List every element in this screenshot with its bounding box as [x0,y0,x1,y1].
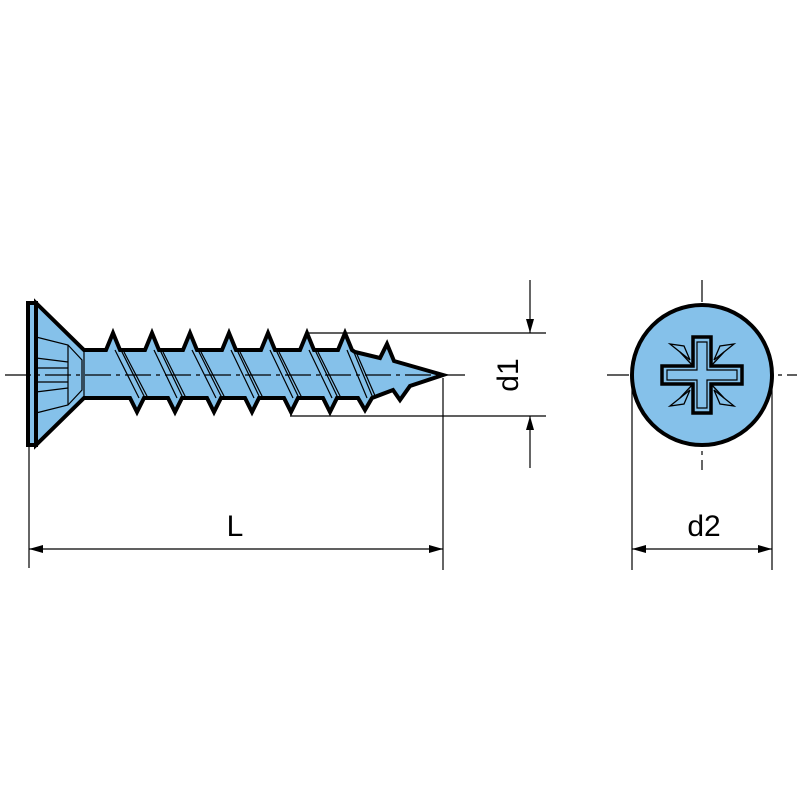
screw-body [34,298,450,450]
pozidriv-recess-icon [660,335,744,415]
screw-head-view [630,303,774,447]
head-recess-lines [35,336,85,414]
helix-line [352,349,374,399]
helix-line [114,349,140,399]
screw-side-view [26,298,450,450]
helix-line [269,349,294,399]
helix-line [159,349,184,399]
helix-line [191,349,217,399]
helix-line [197,349,223,399]
dimension-lines [28,280,773,570]
helix-line [275,349,300,399]
head-circle [630,303,774,447]
length-label: L [227,510,244,543]
helix-line [314,349,339,399]
helix-line [153,349,178,399]
helix-line [120,349,146,399]
head-diameter-label: d2 [687,510,720,543]
thread-diameter-label: d1 [492,358,525,391]
helix-line [230,349,255,399]
helix-line [236,349,261,399]
screw-head-face [26,301,38,447]
helix-line [346,349,368,399]
helix-line [308,349,333,399]
